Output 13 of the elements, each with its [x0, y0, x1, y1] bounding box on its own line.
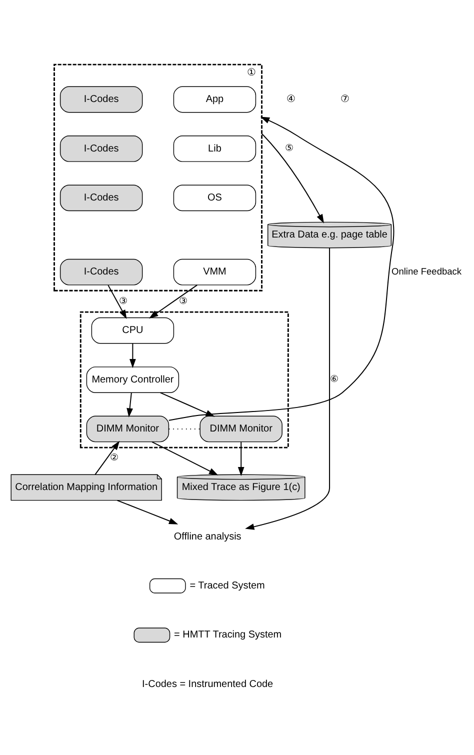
node-label: ①: [246, 66, 256, 78]
edge-label: ③: [178, 295, 187, 306]
label: ④: [286, 94, 296, 105]
edge-label: Online Feedback: [391, 266, 462, 276]
legend-label: = Traced System: [190, 580, 265, 592]
edge-label: ②: [110, 452, 118, 462]
label: I-Codes = Instrumented Code: [142, 678, 274, 690]
legend-label: = HMTT Tracing System: [174, 629, 282, 640]
edge-label: ⑥: [330, 374, 338, 384]
edge-label: ⑤: [285, 142, 294, 153]
node-text: Offline analysis: [174, 530, 242, 542]
edge-label: ③: [119, 295, 128, 306]
label: ⑦: [340, 94, 350, 105]
